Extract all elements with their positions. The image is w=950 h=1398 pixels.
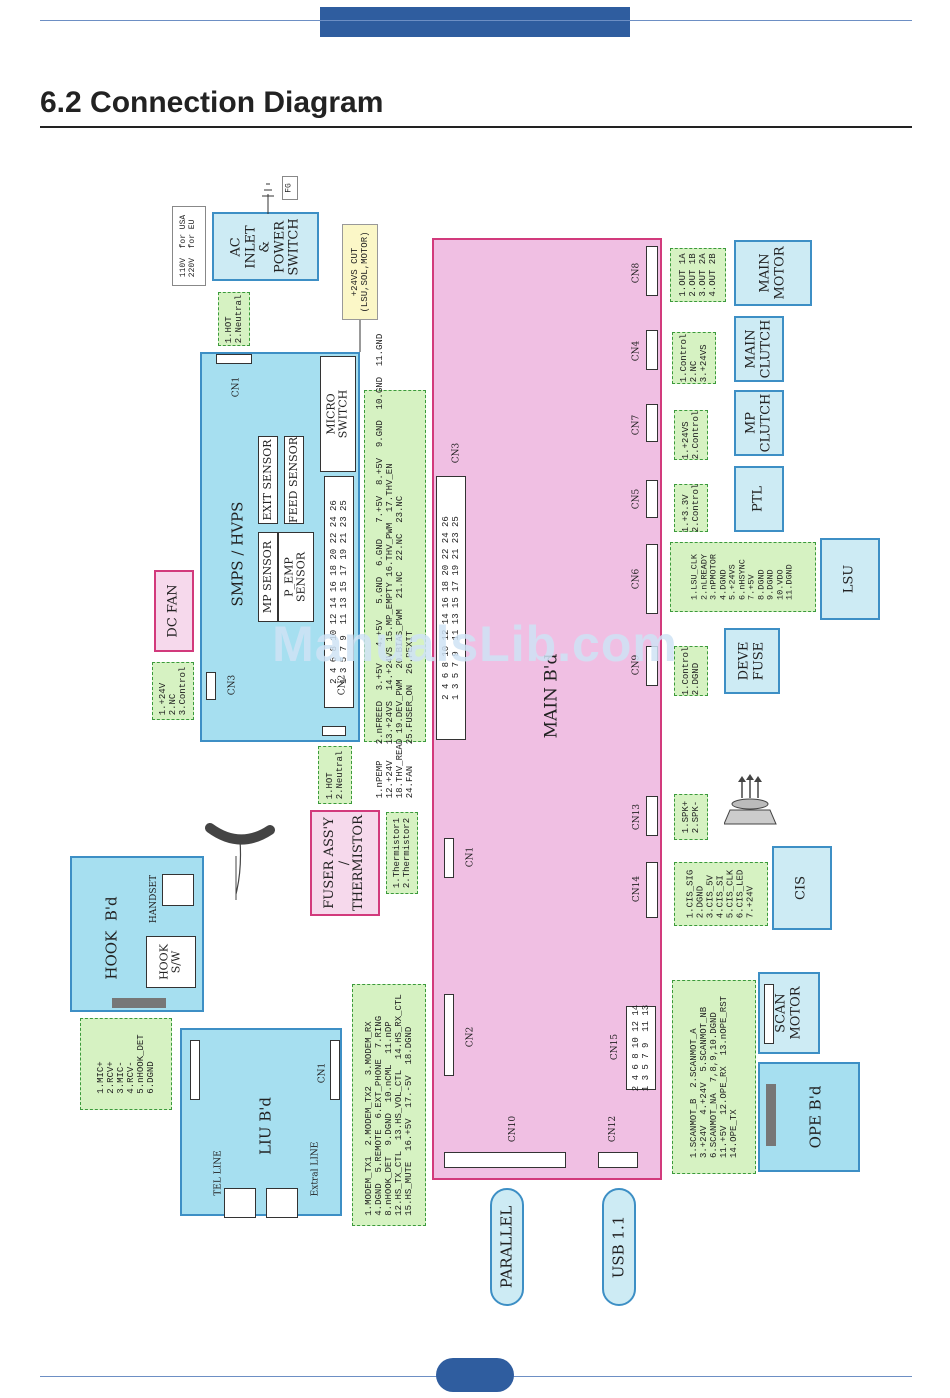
page-title: 6.2 Connection Diagram bbox=[40, 86, 384, 119]
cn4-connector bbox=[646, 330, 658, 370]
cn13-connector bbox=[646, 796, 658, 836]
cn5-connector bbox=[646, 480, 658, 518]
main-cn2-connector bbox=[444, 994, 454, 1076]
phone-icon bbox=[205, 823, 275, 895]
main-cn12-connector bbox=[598, 1152, 638, 1168]
fan-pins: 1.+24V 2.NC 3.Control bbox=[152, 662, 194, 720]
cn14-label: CN14 bbox=[632, 875, 643, 903]
smps-cn2-label: CN2 bbox=[337, 674, 348, 696]
main-cn10-label: CN10 bbox=[508, 1115, 519, 1143]
speaker-pins: 1.SPK+ 2.SPK- bbox=[674, 794, 708, 840]
feed-sensor: FEED SENSOR bbox=[284, 436, 304, 524]
smps-cn3-connector bbox=[206, 672, 216, 700]
ac-pins: 1.HOT 2.Neutral bbox=[218, 292, 250, 346]
cn13-label: CN13 bbox=[632, 803, 643, 831]
cn6-connector bbox=[646, 544, 658, 614]
main-board: MAIN B'd bbox=[432, 238, 662, 1180]
cis-pins: 1.CIS_SIG 2.DGND 3.CIS_5V 4.CIS_SI 5.CIS… bbox=[674, 862, 768, 926]
main-cn1-label: CN1 bbox=[465, 846, 476, 868]
mp-sensor: MP SENSOR bbox=[258, 532, 278, 622]
cn14-connector bbox=[646, 862, 658, 918]
hook-connector bbox=[112, 998, 166, 1008]
deve-fuse: DEVE FUSE bbox=[724, 628, 780, 694]
p-emp-sensor: P_EMP SENSOR bbox=[278, 532, 314, 622]
main-cn12-label: CN12 bbox=[608, 1115, 619, 1143]
main-motor-pins: 1.OUT 1A 2.OUT 1B 3.OUT 2A 4.OUT 2B bbox=[670, 248, 726, 302]
cn5-label: CN5 bbox=[631, 488, 642, 510]
parallel-port: PARALLEL bbox=[490, 1188, 524, 1306]
cn8-connector bbox=[646, 246, 658, 296]
smps-main-cn3-pins: 1.nPEMP 2.nFREED 3.+5V 4.+5V 5.GND 6.GND… bbox=[364, 334, 426, 798]
scan-motor-connector bbox=[764, 984, 774, 1044]
main-cn3-connector: 2 4 6 8 10 12 14 16 18 20 22 24 26 1 3 5… bbox=[436, 476, 466, 740]
cn8-label: CN8 bbox=[631, 262, 642, 284]
ptl: PTL bbox=[734, 466, 784, 532]
hook-pins: 1.MIC+ 2.RCV+ 3.MIC- 4.RCV- 5.nHOOK_DET … bbox=[80, 1018, 172, 1110]
main-cn10-connector bbox=[444, 1152, 566, 1168]
micro-switch: MICRO SWITCH bbox=[320, 356, 356, 472]
liu-cn1-connector bbox=[330, 1040, 340, 1100]
tel-line-jack bbox=[224, 1188, 256, 1218]
power-note: 110V for USA 220V for EU bbox=[172, 206, 206, 286]
header-tab bbox=[320, 7, 630, 37]
footer-page-pill bbox=[436, 1358, 514, 1392]
fg-label: FG bbox=[282, 176, 298, 200]
cn6-label: CN6 bbox=[631, 568, 642, 590]
main-cn15-connector: 2 4 6 8 10 12 14 1 3 5 7 9 11 13 bbox=[626, 1005, 656, 1091]
hook-switch: HOOK S/W bbox=[146, 936, 196, 988]
main-cn3-label: CN3 bbox=[451, 442, 462, 464]
cn4-label: CN4 bbox=[631, 340, 642, 362]
liu-cn1-label: CN1 bbox=[317, 1062, 328, 1084]
ptl-pins: 1.+3.3V 2.Control bbox=[674, 484, 708, 532]
handset bbox=[162, 874, 194, 906]
main-cn15-label: CN15 bbox=[610, 1033, 621, 1061]
smps-cn3-label: CN3 bbox=[227, 674, 238, 696]
speaker-icon bbox=[724, 774, 777, 825]
main-clutch: MAIN CLUTCH bbox=[734, 316, 784, 382]
header-line bbox=[40, 20, 912, 21]
smps-cn1-label: CN1 bbox=[231, 376, 242, 398]
handset-label: HANDSET bbox=[149, 874, 160, 924]
cn7-connector bbox=[646, 404, 658, 442]
ac-inlet: AC INLET & POWER SWITCH bbox=[212, 212, 319, 281]
cn9-connector bbox=[646, 646, 658, 686]
fuser-pins: 1.HOT 2.Neutral bbox=[318, 746, 352, 804]
ext-line-jack bbox=[266, 1188, 298, 1218]
mp-clutch-pins: 1.+24VS 2.Control bbox=[674, 410, 708, 460]
micro-switch-note: +24VS CUT (LSU,SOL,MOTOR) bbox=[342, 224, 378, 320]
mp-clutch: MP CLUTCH bbox=[734, 390, 784, 456]
ope-connector bbox=[766, 1084, 776, 1146]
cis: CIS bbox=[772, 846, 832, 930]
lsu-pins: 1.LSU_CLK 2.nLREADY 3.nPMOTOR 4.DGND 5.+… bbox=[670, 542, 816, 612]
main-cn1-connector bbox=[444, 838, 454, 878]
liu-board: LIU B'd bbox=[180, 1028, 342, 1216]
smps-cn2-socket bbox=[322, 726, 346, 736]
exit-sensor: EXIT SENSOR bbox=[258, 436, 278, 524]
liu-left-connector bbox=[190, 1040, 200, 1100]
main-motor: MAIN MOTOR bbox=[734, 240, 812, 306]
thermistor-pins: 1.Thermistor1 2.Thermistor2 bbox=[386, 812, 418, 894]
main-clutch-pins: 1.Control 2.NC 3.+24VS bbox=[672, 332, 716, 384]
smps-cn2-connector: 2 4 6 8 10 12 14 16 18 20 22 24 26 1 3 5… bbox=[324, 476, 354, 708]
main-cn2-label: CN2 bbox=[465, 1026, 476, 1048]
scan-ope-pins: 1.SCANMOT_B 2.SCANMOT_A 3.+24V 4.+24V 5.… bbox=[672, 980, 756, 1174]
tel-line-label: TEL LINE bbox=[213, 1150, 224, 1196]
smps-cn1-connector bbox=[216, 354, 252, 364]
watermark: ManualsLib.com bbox=[272, 616, 678, 672]
lsu: LSU bbox=[820, 538, 880, 620]
fuser-assembly: FUSER ASS'Y / THERMISTOR bbox=[310, 810, 380, 916]
ext-line-label: Extral LINE bbox=[310, 1141, 321, 1197]
cn7-label: CN7 bbox=[631, 414, 642, 436]
title-rule bbox=[40, 126, 912, 128]
deve-pins: 1.Control 2.DGND bbox=[674, 646, 708, 696]
liu-pins: 1.MODEM_TX1 2.MODEM_TX2 3.MODEM_RX 4.DGN… bbox=[352, 984, 426, 1226]
dc-fan: DC FAN bbox=[154, 570, 194, 652]
usb-port: USB 1.1 bbox=[602, 1188, 636, 1306]
